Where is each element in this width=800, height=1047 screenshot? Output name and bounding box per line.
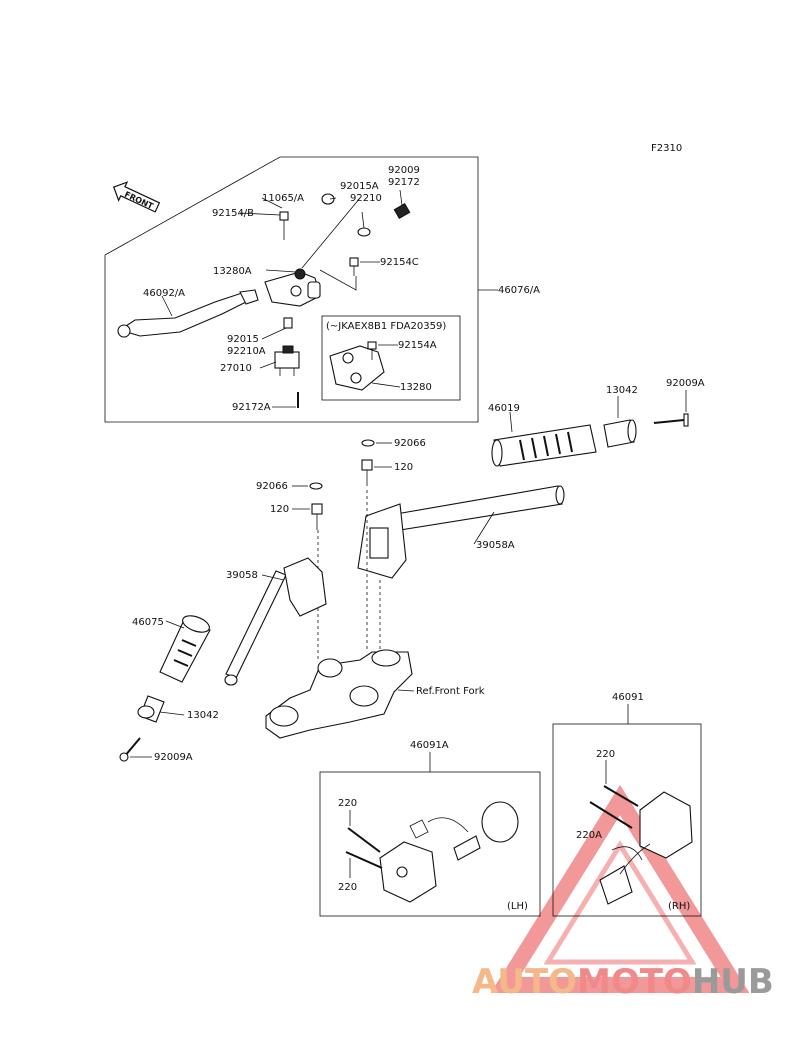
switch-27010: [274, 345, 300, 376]
grip-46019: [491, 424, 597, 467]
label-46019: 46019: [488, 403, 520, 414]
label-220A-rh: 220A: [576, 830, 602, 841]
screw-92009A-top: [653, 413, 689, 427]
inset-title: (~JKAEX8B1 FDA20359): [326, 321, 446, 332]
front-arrow-icon: FRONT: [113, 181, 161, 213]
label-46091A: 46091A: [410, 740, 449, 751]
grip-46075: [159, 615, 211, 683]
washer-92210: [357, 227, 371, 237]
label-rh: (RH): [668, 901, 690, 912]
label-92066-a: 92066: [394, 438, 426, 449]
lh-screw-220-bottom: [345, 851, 383, 869]
rh-switch-housing: [599, 791, 693, 905]
figure-code: F2310: [651, 143, 682, 154]
watermark-auto: AUTO: [472, 962, 577, 1002]
label-92009: 92009: [388, 165, 420, 176]
rh-screw-220: [603, 785, 639, 807]
lh-switch-box: [319, 771, 541, 917]
inset-box: [321, 315, 461, 401]
rh-screw-220A: [589, 801, 633, 829]
inset-holder-13280: [329, 345, 385, 391]
lever-holder: [264, 268, 321, 307]
label-120-b: 120: [270, 504, 289, 515]
label-13042-bottom: 13042: [187, 710, 219, 721]
washer-92066-a: [361, 439, 375, 447]
label-92154C: 92154C: [380, 257, 419, 268]
label-92172A: 92172A: [232, 402, 271, 413]
watermark-triangle: [490, 784, 750, 993]
handlebar-39058A: [357, 485, 565, 579]
rh-switch-box: [552, 723, 702, 917]
lh-switch-housing: [379, 801, 519, 903]
label-92015: 92015: [227, 334, 259, 345]
label-92009A-bottom: 92009A: [154, 752, 193, 763]
weight-13042-bottom: [137, 695, 165, 723]
bolt-92154C: [349, 257, 359, 276]
lh-screw-220-top: [347, 827, 381, 853]
label-13042-top: 13042: [606, 385, 638, 396]
bolt-120-b: [311, 503, 323, 530]
watermark-logo: AUTOMOTOHUB: [472, 962, 774, 1002]
label-46075: 46075: [132, 617, 164, 628]
label-220-lh-bottom: 220: [338, 882, 357, 893]
bolt-120-a: [361, 459, 373, 486]
watermark-moto: MOTO: [576, 962, 692, 1002]
label-lh: (LH): [507, 901, 528, 912]
label-92154A: 92154A: [398, 340, 437, 351]
weight-13042-top: [603, 419, 637, 448]
inset-bolt-92154A: [367, 341, 377, 360]
lever-group-outline: [104, 156, 479, 423]
label-39058: 39058: [226, 570, 258, 581]
label-13280: 13280: [400, 382, 432, 393]
label-46091: 46091: [612, 692, 644, 703]
nut-92015: [283, 317, 293, 329]
label-39058A: 39058A: [476, 540, 515, 551]
washer-92066-b: [309, 482, 323, 490]
label-27010: 27010: [220, 363, 252, 374]
screw-92009: [393, 202, 411, 220]
label-11065A: 11065/A: [262, 193, 304, 204]
label-92172: 92172: [388, 177, 420, 188]
triple-clamp: [265, 649, 413, 739]
label-220-rh: 220: [596, 749, 615, 760]
label-92210A: 92210A: [227, 346, 266, 357]
bolt-92154B: [279, 211, 289, 240]
label-13280A: 13280A: [213, 266, 252, 277]
brake-lever: [117, 289, 259, 338]
screw-92009A-bottom: [119, 737, 141, 762]
cap-11065A: [321, 193, 335, 205]
label-46076A: 46076/A: [498, 285, 540, 296]
label-220-lh-top: 220: [338, 798, 357, 809]
label-92066-b: 92066: [256, 481, 288, 492]
label-92015A: 92015A: [340, 181, 379, 192]
label-92154B: 92154/B: [212, 208, 254, 219]
label-46092A: 46092/A: [143, 288, 185, 299]
label-92210: 92210: [350, 193, 382, 204]
label-ref-front-fork: Ref.Front Fork: [416, 686, 485, 697]
label-92009A-top: 92009A: [666, 378, 705, 389]
handlebar-39058: [224, 557, 327, 686]
label-120-a: 120: [394, 462, 413, 473]
watermark-hub: HUB: [691, 962, 774, 1002]
